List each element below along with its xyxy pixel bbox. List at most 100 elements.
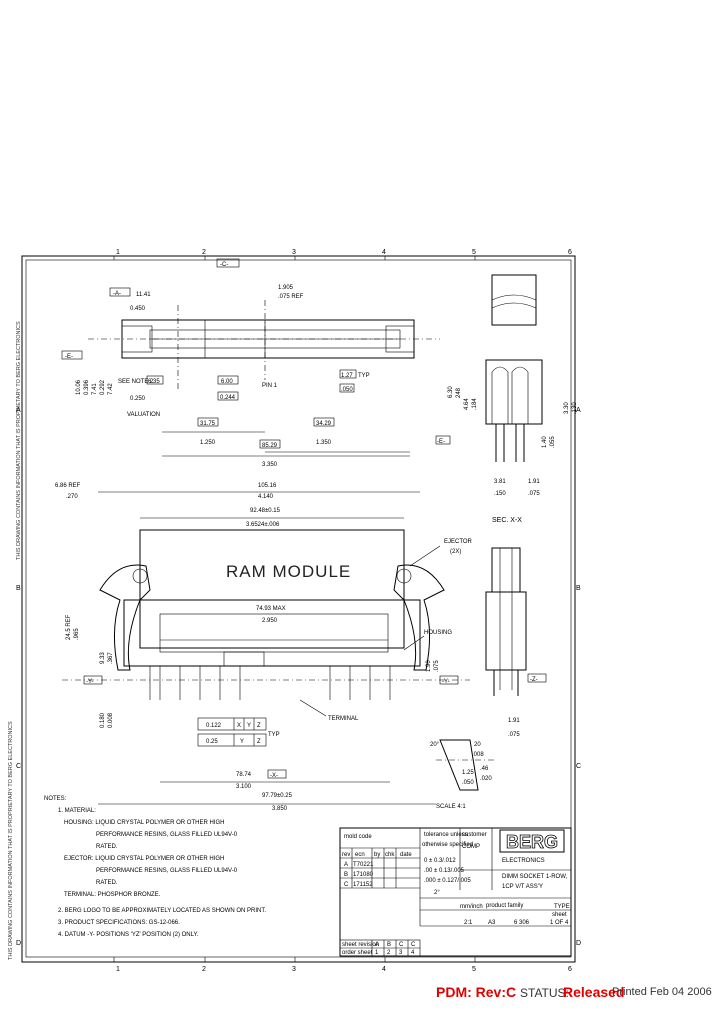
b2: 97.79±0.25 bbox=[262, 793, 293, 799]
zone-side-b: B bbox=[576, 585, 581, 592]
note-11: 4. DATUM -Y- POSITIONS 'YZ' POSITION (2)… bbox=[58, 932, 199, 938]
note-3: PERFORMANCE RESINS, GLASS FILLED UL94V-0 bbox=[96, 832, 238, 838]
tb-title: DIMM SOCKET 1-ROW, bbox=[502, 874, 568, 880]
h-c: 0.180 bbox=[100, 712, 106, 728]
zone-bottom-5: 5 bbox=[472, 966, 476, 973]
dim-ref-sub: .075 REF bbox=[278, 294, 304, 300]
dim-250: 0.250 bbox=[130, 396, 146, 402]
svg-text:X: X bbox=[237, 723, 241, 729]
side-view: 6.30 248 4.64 .184 3.30 .130 1.40 .055 -… bbox=[435, 274, 578, 497]
front-overall-sub: 4.140 bbox=[258, 494, 274, 500]
pdm-status-footer: PDM: Rev:C STATUS: Released Printed Feb … bbox=[0, 984, 720, 1008]
side-d5: 3.30 bbox=[564, 402, 570, 414]
zone-bottom-6: 6 bbox=[568, 966, 572, 973]
terminals bbox=[149, 666, 391, 700]
ejector-label: EJECTOR bbox=[444, 539, 473, 545]
datum-c: -C- bbox=[220, 262, 228, 268]
dim-3175: 31.75 bbox=[200, 421, 216, 427]
proprietary-note-2: THIS DRAWING CONTAINS INFORMATION THAT I… bbox=[16, 321, 22, 560]
svg-text:sheet revision: sheet revision bbox=[342, 942, 379, 948]
zone-top-4: 4 bbox=[382, 249, 386, 256]
datum-y-left: -Y- bbox=[86, 679, 93, 685]
svg-text:Z: Z bbox=[257, 723, 261, 729]
zone-markers-side: A B C D A B C D bbox=[16, 407, 581, 947]
dim-l1: 11.41 bbox=[136, 292, 151, 298]
svg-text:rev: rev bbox=[342, 852, 350, 858]
section-title: SEC. X-X bbox=[492, 517, 522, 524]
datum-e: -E- bbox=[65, 354, 73, 360]
svg-text:C: C bbox=[344, 882, 349, 888]
svg-text:.00 ± 0.13/.005: .00 ± 0.13/.005 bbox=[424, 868, 465, 874]
h-ref-sub: .965 bbox=[74, 628, 80, 640]
svg-text:2°: 2° bbox=[434, 890, 440, 896]
zone-bottom-4: 4 bbox=[382, 966, 386, 973]
h-f: .075 bbox=[434, 660, 440, 672]
side-d2: 248 bbox=[456, 387, 462, 398]
terminal-label: TERMINAL bbox=[328, 716, 359, 722]
datum-z: -Z- bbox=[530, 677, 538, 683]
tb-customer: customer bbox=[462, 832, 487, 838]
left-v1: 10.06 bbox=[76, 379, 82, 395]
wmax: 74.93 MAX bbox=[256, 606, 286, 612]
zone-side-c-left: C bbox=[16, 763, 21, 770]
note-1: 1. MATERIAL: bbox=[58, 808, 96, 814]
dim-3350: 3.350 bbox=[262, 462, 278, 468]
tolerance-frames: 0.122 X Y Z 0.25 Y Z TYP bbox=[197, 717, 280, 747]
dim-1250: 1.250 bbox=[200, 440, 216, 446]
note-8: TERMINAL: PHOSPHOR BRONZE. bbox=[64, 892, 161, 898]
tb-tolerance: tolerance unless bbox=[424, 832, 468, 838]
side-d4: .184 bbox=[472, 398, 478, 410]
svg-text:.000 ± 0.127/.005: .000 ± 0.127/.005 bbox=[424, 878, 471, 884]
tb-product-family: product family bbox=[486, 903, 523, 909]
b1: 78.74 bbox=[236, 772, 252, 778]
pin1-label: PIN 1 bbox=[262, 383, 278, 389]
svg-text:171152: 171152 bbox=[353, 882, 373, 888]
svg-text:A: A bbox=[344, 862, 348, 868]
sec-scale: SCALE 4:1 bbox=[436, 804, 466, 810]
note-10: 3. PRODUCT SPECIFICATIONS: GS-12-066. bbox=[58, 920, 180, 926]
zone-bottom-2: 2 bbox=[202, 966, 206, 973]
sec-h1: 1.91 bbox=[508, 718, 520, 724]
tb-sheet-val: 1 OF 4 bbox=[550, 920, 569, 926]
zone-bottom-3: 3 bbox=[292, 966, 296, 973]
notes-header: NOTES: bbox=[44, 796, 67, 802]
h-b: .367 bbox=[108, 652, 114, 664]
datum-c-box bbox=[216, 258, 240, 268]
status-value: Released bbox=[563, 984, 625, 1000]
title-block: mold code tolerance unless otherwise spe… bbox=[339, 827, 572, 957]
svg-text:C: C bbox=[411, 942, 416, 948]
svg-text:4: 4 bbox=[411, 950, 415, 956]
zone-side-a: A bbox=[576, 407, 581, 414]
datum-e-box bbox=[61, 350, 83, 360]
datum-x-box bbox=[267, 769, 287, 779]
b1-sub: 3.100 bbox=[236, 784, 252, 790]
tol1: 0.122 bbox=[206, 723, 222, 729]
side-d3: 4.64 bbox=[464, 398, 470, 410]
ejector-qty: (2X) bbox=[450, 549, 461, 555]
svg-text:171080: 171080 bbox=[353, 872, 374, 878]
side-d7: 1.40 bbox=[542, 436, 548, 448]
svg-text:order sheet: order sheet bbox=[342, 950, 373, 956]
note-7: RATED. bbox=[96, 880, 118, 886]
side-d6: .130 bbox=[572, 402, 578, 414]
sec-angle: 20° bbox=[430, 742, 440, 748]
sec-r3: 1.25 bbox=[462, 770, 474, 776]
tol-typ: TYP bbox=[268, 732, 280, 738]
dim-1350: 1.350 bbox=[316, 440, 332, 446]
svg-text:T70221: T70221 bbox=[353, 862, 374, 868]
printed-date: Printed Feb 04 2006 bbox=[612, 986, 712, 998]
tb-units: mm/inch bbox=[460, 904, 483, 910]
tb-title2: 1CP V/T ASS'Y bbox=[502, 884, 543, 890]
logo-sub: ELECTRONICS bbox=[502, 858, 545, 864]
sec-r6: .020 bbox=[480, 776, 492, 782]
side-d1: 6.30 bbox=[448, 386, 454, 398]
svg-text:3: 3 bbox=[399, 950, 403, 956]
svg-text:chk: chk bbox=[385, 852, 395, 858]
datum-y-right: -Y- bbox=[442, 679, 449, 685]
left-v4: 0.292 bbox=[100, 379, 106, 395]
svg-text:B: B bbox=[344, 872, 348, 878]
left-v3: 7.41 bbox=[92, 383, 98, 395]
wmax-sub: 2.950 bbox=[262, 618, 278, 624]
side-datum-e: -E- bbox=[437, 439, 445, 445]
